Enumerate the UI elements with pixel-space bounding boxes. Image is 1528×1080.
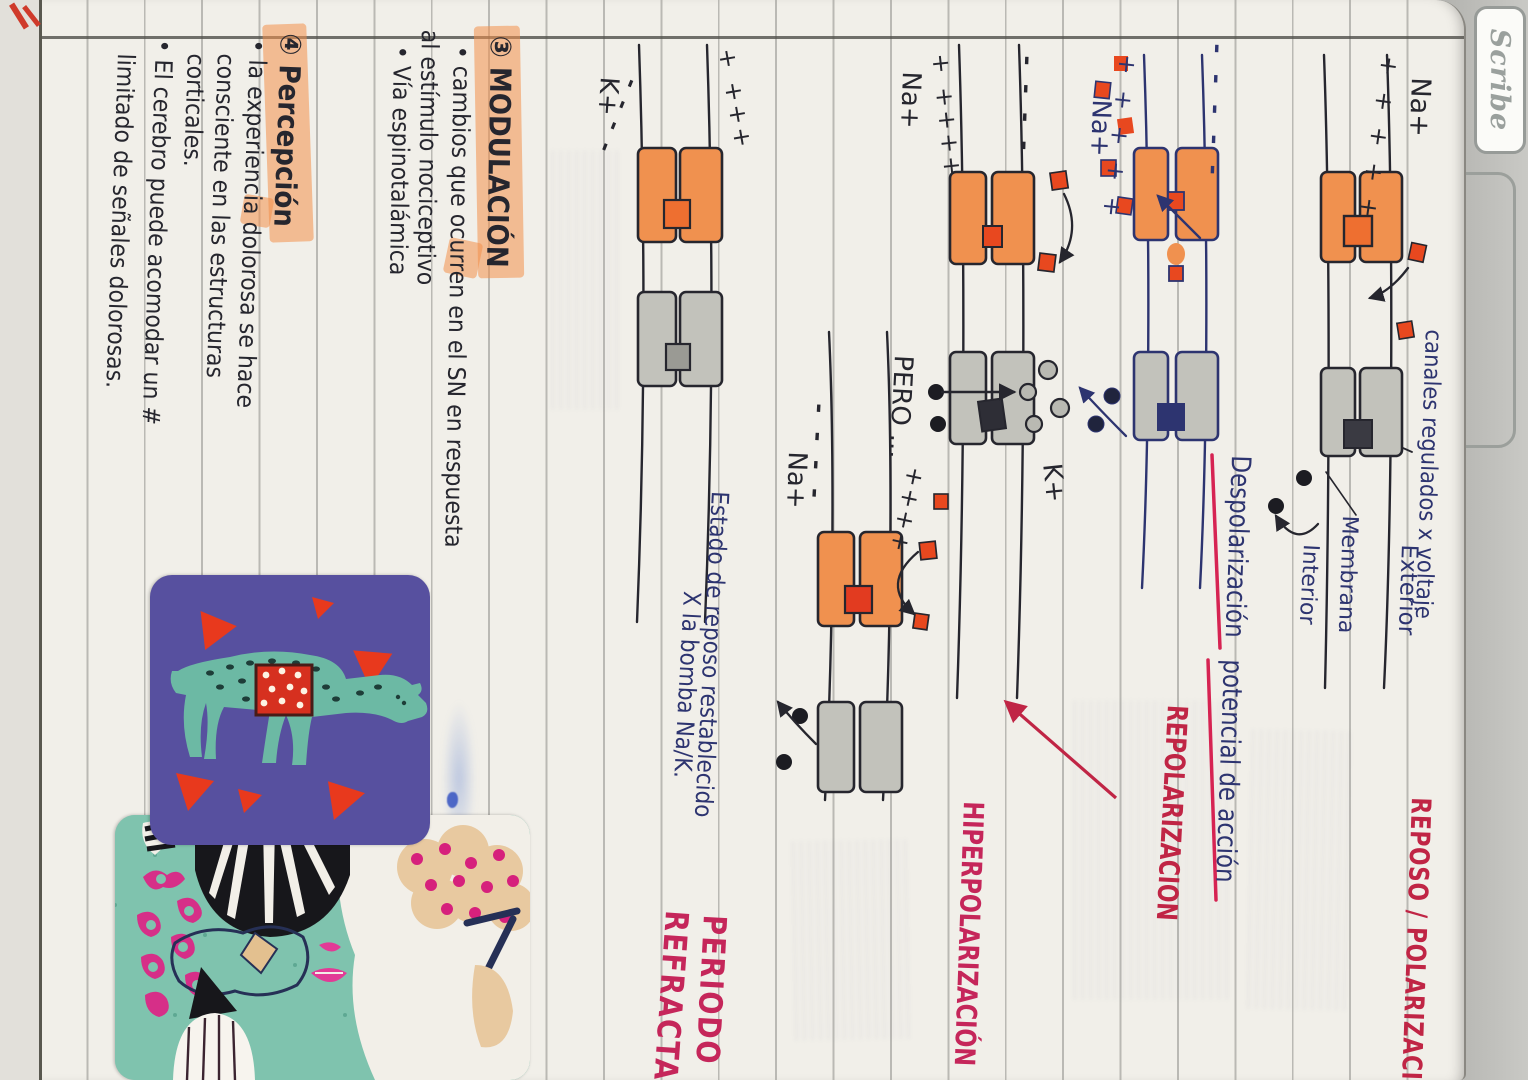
k-channel-upper: [858, 700, 904, 794]
na-channel-lower: [1132, 146, 1170, 242]
navy-leaf-outline: [170, 925, 310, 997]
diagram-estado-reposo: [635, 43, 724, 624]
na-ion: [1114, 56, 1128, 71]
na-channel-gate: [662, 198, 692, 230]
k-ion: [1018, 382, 1038, 402]
striped-halfmoon: [173, 1013, 255, 1080]
k-ion: [776, 754, 792, 770]
na-ion: [1115, 196, 1134, 216]
na-ion: [1168, 265, 1184, 282]
llama-sticker-art: [150, 575, 430, 845]
na-ion: [1116, 117, 1135, 136]
k-channel-lower: [948, 350, 988, 446]
k-ion: [1049, 397, 1071, 419]
k-ion: [1087, 415, 1105, 433]
black-triangle: [189, 967, 237, 1019]
na-channel-upper: [990, 170, 1036, 266]
na-ion: [918, 540, 938, 561]
flower-sticker-art: [115, 815, 530, 1080]
llama-figure: [170, 651, 428, 765]
k-ion: [930, 416, 946, 432]
na-channel-gate: [843, 584, 874, 615]
na-ion: [1037, 252, 1057, 273]
label-membrana: Membrana: [1332, 515, 1362, 634]
triangle: [312, 597, 334, 619]
diagram-repolarizacion: [928, 43, 1075, 700]
k-channel-gate: [1157, 403, 1185, 431]
beige-patch: [472, 965, 513, 1048]
na-channel-gate: [1342, 214, 1374, 248]
label-exterior: Exterior: [1392, 544, 1422, 636]
flower-sticker: [115, 815, 530, 1080]
diagram-despolarizacion: [1078, 53, 1220, 590]
k-ion: [1037, 359, 1059, 381]
triangle: [238, 789, 262, 813]
k-ion: [1103, 387, 1121, 405]
k-channel-lower: [636, 290, 678, 388]
label-na: Na+: [780, 450, 812, 510]
section-modulacion-bullet: al estímulo nociceptivo: [411, 29, 444, 286]
k-channel-lower: [816, 700, 856, 794]
na-channel-lower: [948, 170, 988, 266]
k-ion: [928, 384, 944, 400]
red-pointer-arrow: [1003, 699, 1118, 800]
triangle: [200, 610, 237, 650]
llama-sticker: [150, 575, 430, 845]
triangle: [327, 781, 365, 821]
label-dashes: - - - -: [1010, 55, 1042, 156]
diagram-hiperpolarizacion: [776, 330, 946, 802]
na-ion: [1100, 159, 1117, 177]
label-dashes: - - - - -: [1199, 43, 1232, 182]
k-channel-gate: [1343, 419, 1373, 449]
section-percepcion-title: ④ Percepción: [267, 32, 308, 228]
k-ion: [1268, 498, 1284, 514]
triangle: [353, 650, 393, 689]
na-ion: [1093, 80, 1112, 100]
na-ion-blocked: [982, 225, 1003, 248]
na-ion: [911, 612, 930, 631]
label-na: Na+: [894, 70, 926, 130]
black-fan: [195, 815, 350, 937]
na-ion: [1049, 170, 1070, 191]
label-na: Na+: [1084, 98, 1116, 158]
title-periodo: PERIODO: [688, 914, 734, 1067]
magenta-lips: [311, 942, 347, 982]
magenta-flower-holes: [146, 874, 202, 990]
k-channel-gate: [976, 397, 1008, 433]
diagram-reposo: [1268, 53, 1428, 690]
k-ion: [792, 708, 808, 724]
label-interior: Interior: [1293, 543, 1323, 626]
na-ion: [933, 493, 949, 510]
label-pero: PERO ...: [882, 354, 918, 460]
k-channel-upper: [1174, 350, 1220, 442]
label-na: Na+: [1402, 76, 1436, 138]
label-k: K+: [1036, 462, 1071, 504]
section-modulacion-title: ③ MODULACIÓN: [479, 35, 518, 268]
section-modulacion-bullet: • Vía espinotalámica: [383, 45, 416, 276]
k-channel-gate: [664, 342, 692, 372]
section-percepcion-bullet: corticales.: [178, 53, 210, 168]
label-k: K+: [591, 75, 624, 117]
title-despolarizacion: Despolarización: [1218, 454, 1256, 639]
na-ion: [1407, 241, 1428, 264]
tan-diamond: [239, 931, 279, 975]
red-underline: [1206, 453, 1222, 902]
k-ion: [1296, 470, 1312, 486]
na-ion: [1395, 320, 1416, 341]
k-ion: [1024, 414, 1044, 434]
k-channel-upper: [678, 290, 724, 388]
triangle: [176, 773, 214, 811]
